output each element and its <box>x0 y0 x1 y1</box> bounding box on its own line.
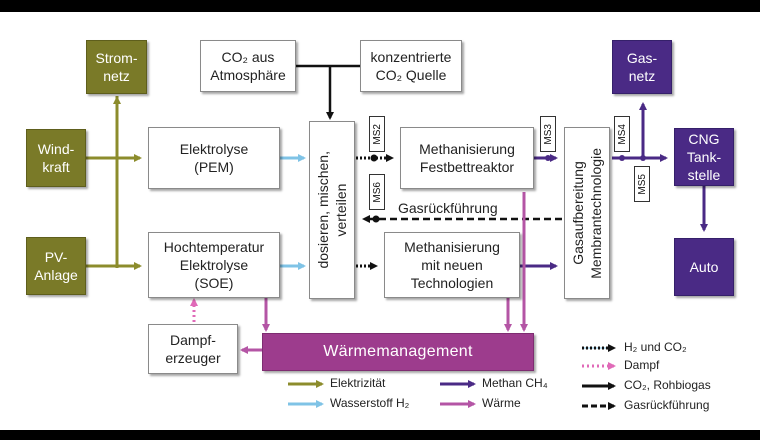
legend-lines <box>288 344 616 410</box>
co2-lines <box>296 64 360 120</box>
windkraft-box: Wind- kraft <box>26 129 86 187</box>
h2-co2-lines <box>356 154 394 270</box>
gasaufbereitung-box: Gasaufbereitung Membrantechnologie <box>564 127 610 299</box>
hydrogen-lines <box>280 154 306 270</box>
heat-lines <box>240 192 528 354</box>
gasaufbereitung-label: Gasaufbereitung Membrantechnologie <box>570 147 604 279</box>
gas-return-line <box>362 215 562 223</box>
pv-anlage-box: PV- Anlage <box>26 237 86 295</box>
electricity-lines <box>85 96 142 270</box>
ms5-tag: MS5 <box>634 166 650 202</box>
co2-atmosphaere-box: CO₂ aus Atmosphäre <box>200 40 296 92</box>
methanisierung-festbett-box: Methanisierung Festbettreaktor <box>400 127 534 189</box>
elektrolyse-soe-box: Hochtemperatur Elektrolyse (SOE) <box>148 232 280 298</box>
dosieren-label: dosieren, mischen, verteilen <box>315 151 349 269</box>
ms4-tag: MS4 <box>614 116 630 152</box>
legend-dampf: Dampf <box>624 358 660 372</box>
stromnetz-box: Strom- netz <box>86 40 147 94</box>
ms2-tag: MS2 <box>369 116 385 152</box>
ms3-tag: MS3 <box>540 116 556 152</box>
dampferzeuger-box: Dampf- erzeuger <box>148 324 238 374</box>
gasnetz-box: Gas- netz <box>612 40 672 94</box>
legend-waerme: Wärme <box>482 396 521 410</box>
legend-methan: Methan CH₄ <box>482 376 548 390</box>
auto-box: Auto <box>674 238 734 296</box>
methane-lines <box>520 102 708 270</box>
elektrolyse-pem-box: Elektrolyse (PEM) <box>148 127 280 189</box>
legend-elektrizitaet: Elektrizität <box>330 376 386 390</box>
legend-h2-co2: H₂ und CO₂ <box>624 340 687 354</box>
legend-co2-rohbiogas: CO₂, Rohbiogas <box>624 378 711 392</box>
co2-quelle-box: konzentrierte CO₂ Quelle <box>360 40 462 92</box>
ms6-tag: MS6 <box>369 174 385 210</box>
dosieren-box: dosieren, mischen, verteilen <box>309 121 355 299</box>
cng-tankstelle-box: CNG Tank- stelle <box>674 128 734 186</box>
legend-wasserstoff: Wasserstoff H₂ <box>330 396 410 410</box>
waermemanagement-box: Wärmemanagement <box>262 333 534 371</box>
methanisierung-neu-box: Methanisierung mit neuen Technologien <box>384 232 520 298</box>
gasrueckfuehrung-label: Gasrückführung <box>398 200 498 216</box>
legend-gasrueckfuehrung: Gasrückführung <box>624 398 710 412</box>
